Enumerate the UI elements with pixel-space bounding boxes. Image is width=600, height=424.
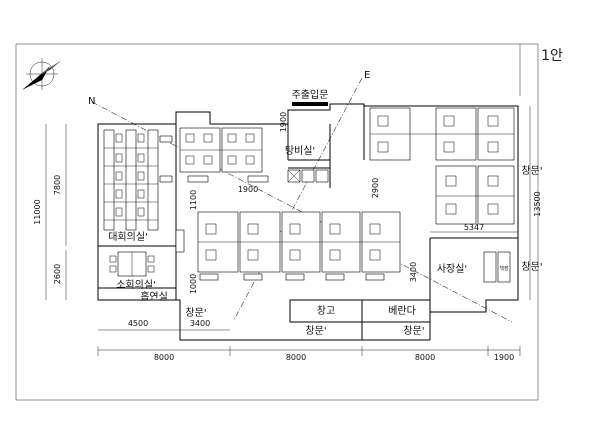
axis-line-east bbox=[233, 77, 363, 321]
window-mid-bottom: 창문' bbox=[305, 325, 326, 337]
outer-walls bbox=[97, 103, 519, 341]
dim-ceo-height: 3400 bbox=[409, 262, 418, 282]
dim-span-1: 8000 bbox=[154, 353, 174, 362]
north-marker: N bbox=[88, 96, 95, 107]
window-right-bottom: 창문' bbox=[403, 325, 424, 337]
dim-bottom-4500: 4500 bbox=[128, 319, 148, 328]
workstation-cluster-top-left bbox=[179, 127, 269, 183]
window-right-lower: 창문' bbox=[521, 261, 542, 273]
room-lounge: 탕비실' bbox=[285, 145, 315, 157]
window-left-bottom: 창문' bbox=[185, 307, 206, 319]
ceo-cabinet-label: 책장 bbox=[499, 265, 509, 272]
room-entrance: 주출입문 bbox=[292, 88, 329, 101]
dim-lounge-width: 1900 bbox=[238, 185, 258, 194]
dim-span-4: 1900 bbox=[494, 353, 514, 362]
dim-entrance-depth: 1900 bbox=[279, 112, 288, 132]
meeting-table-small bbox=[109, 251, 155, 277]
room-large-meeting: 대회의실' bbox=[108, 231, 148, 243]
dim-corridor: 1100 bbox=[189, 190, 198, 210]
workstation-cluster-top-right bbox=[369, 107, 515, 161]
ceo-desk bbox=[483, 251, 497, 283]
room-storage: 창고 bbox=[317, 305, 335, 317]
entrance-door bbox=[292, 102, 328, 106]
dimension-lines bbox=[45, 106, 531, 356]
lounge-fixtures bbox=[287, 169, 329, 183]
room-smoking: 흡연실 bbox=[140, 290, 168, 303]
dim-span-3: 8000 bbox=[415, 353, 435, 362]
window-right-upper: 창문' bbox=[521, 165, 542, 177]
dim-bottom-3400: 3400 bbox=[190, 319, 210, 328]
room-small-meeting: 소회의실' bbox=[116, 279, 156, 291]
dim-left-bottom-height: 1000 bbox=[189, 274, 198, 294]
workstation-cluster-center bbox=[197, 211, 401, 281]
version-label: 1안 bbox=[541, 48, 563, 64]
east-marker: E bbox=[364, 70, 370, 81]
compass-rose-icon bbox=[22, 58, 62, 90]
dim-span-2: 8000 bbox=[286, 353, 306, 362]
meeting-table-large bbox=[103, 129, 173, 231]
meeting-cabinet bbox=[175, 229, 185, 253]
workstation-cluster-right bbox=[435, 165, 515, 225]
dim-right-height: 13500 bbox=[533, 191, 542, 216]
room-veranda: 베란다 bbox=[388, 305, 416, 317]
room-ceo: 사장실' bbox=[437, 263, 467, 275]
dim-center-height: 2900 bbox=[371, 178, 380, 198]
dim-ceo-width: 5347 bbox=[464, 223, 484, 232]
dim-total-height: 11000 bbox=[33, 199, 42, 224]
dim-left-lower: 2600 bbox=[53, 264, 62, 284]
drawing-border bbox=[15, 43, 539, 401]
ceo-cabinet bbox=[497, 251, 511, 283]
dim-left-upper: 7800 bbox=[53, 175, 62, 195]
